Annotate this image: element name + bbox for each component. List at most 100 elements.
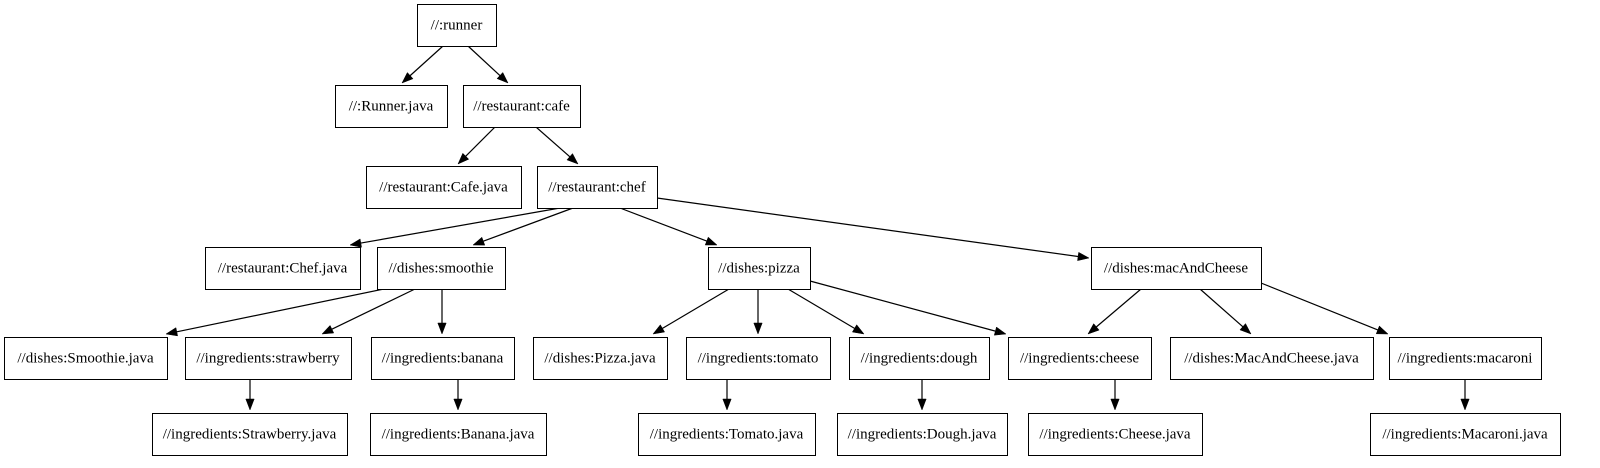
graph-node-dishes_macncheese[interactable]: //dishes:macAndCheese bbox=[1091, 247, 1262, 290]
edge-restaurant_chef-to-dishes_smoothie bbox=[472, 207, 574, 246]
graph-node-strawberry_java[interactable]: //ingredients:Strawberry.java bbox=[152, 413, 348, 456]
graph-node-tomato[interactable]: //ingredients:tomato bbox=[686, 337, 831, 380]
arrowhead-icon bbox=[437, 322, 447, 335]
node-box[interactable] bbox=[537, 166, 658, 209]
node-box[interactable] bbox=[1008, 337, 1152, 380]
edge-dishes_pizza-to-pizza_java bbox=[652, 288, 730, 335]
node-box[interactable] bbox=[463, 85, 581, 128]
arrowhead-icon bbox=[1110, 398, 1120, 411]
node-box[interactable] bbox=[185, 337, 352, 380]
edge-restaurant_chef-to-dishes_macncheese bbox=[656, 197, 1090, 261]
graph-node-dough[interactable]: //ingredients:dough bbox=[849, 337, 990, 380]
node-box[interactable] bbox=[708, 247, 811, 290]
arrowhead-icon bbox=[993, 326, 1007, 336]
node-box[interactable] bbox=[377, 247, 506, 290]
node-box[interactable] bbox=[1091, 247, 1262, 290]
arrowhead-icon bbox=[851, 324, 865, 335]
graph-node-restaurant_cafe[interactable]: //restaurant:cafe bbox=[463, 85, 581, 128]
node-box[interactable] bbox=[335, 85, 448, 128]
graph-node-macaroni_java[interactable]: //ingredients:Macaroni.java bbox=[1370, 413, 1561, 456]
node-box[interactable] bbox=[1389, 337, 1542, 380]
edge-dishes_macncheese-to-macaroni bbox=[1260, 282, 1389, 335]
arrowhead-icon bbox=[753, 322, 763, 335]
edge-dishes_pizza-to-cheese bbox=[809, 280, 1007, 336]
arrowhead-icon bbox=[453, 398, 463, 411]
arrowhead-icon bbox=[566, 153, 579, 165]
graph-node-restaurant_chef[interactable]: //restaurant:chef bbox=[537, 166, 658, 209]
edge-restaurant_chef-to-dishes_pizza bbox=[619, 207, 718, 246]
arrowhead-icon bbox=[496, 72, 509, 84]
node-box[interactable] bbox=[152, 413, 348, 456]
edge-line bbox=[465, 126, 496, 157]
edge-runner-to-runner_java bbox=[401, 45, 444, 84]
node-box[interactable] bbox=[849, 337, 990, 380]
graph-node-chef_java[interactable]: //restaurant:Chef.java bbox=[205, 247, 361, 290]
node-label: //:Runner.java bbox=[349, 98, 434, 114]
edge-line bbox=[409, 45, 444, 77]
node-box[interactable] bbox=[4, 337, 168, 380]
graph-node-banana[interactable]: //ingredients:banana bbox=[371, 337, 515, 380]
arrowhead-icon bbox=[704, 236, 718, 246]
arrowhead-icon bbox=[1239, 323, 1252, 335]
edge-line bbox=[662, 288, 730, 329]
edge-strawberry-to-strawberry_java bbox=[245, 379, 255, 411]
edge-line bbox=[619, 207, 707, 242]
node-box[interactable] bbox=[1028, 413, 1203, 456]
node-label: //restaurant:Cafe.java bbox=[379, 179, 508, 195]
node-box[interactable] bbox=[366, 166, 522, 209]
node-box[interactable] bbox=[1170, 337, 1374, 380]
graph-node-cheese[interactable]: //ingredients:cheese bbox=[1008, 337, 1152, 380]
graph-node-dishes_smoothie[interactable]: //dishes:smoothie bbox=[377, 247, 506, 290]
node-label: //ingredients:Macaroni.java bbox=[1382, 426, 1548, 442]
edge-line bbox=[1199, 288, 1244, 328]
node-label: //restaurant:chef bbox=[548, 179, 645, 195]
arrowhead-icon bbox=[165, 327, 178, 337]
edge-line bbox=[1260, 282, 1379, 331]
node-box[interactable] bbox=[417, 4, 497, 47]
edge-line bbox=[1095, 288, 1142, 328]
edge-restaurant_chef-to-chef_java bbox=[349, 207, 561, 248]
arrowhead-icon bbox=[349, 238, 362, 248]
graph-node-dough_java[interactable]: //ingredients:Dough.java bbox=[837, 413, 1008, 456]
graph-node-dishes_pizza[interactable]: //dishes:pizza bbox=[708, 247, 811, 290]
node-box[interactable] bbox=[371, 337, 515, 380]
graph-node-runner[interactable]: //:runner bbox=[417, 4, 497, 47]
graph-node-cheese_java[interactable]: //ingredients:Cheese.java bbox=[1028, 413, 1203, 456]
node-box[interactable] bbox=[638, 413, 816, 456]
arrowhead-icon bbox=[401, 72, 414, 84]
graph-node-tomato_java[interactable]: //ingredients:Tomato.java bbox=[638, 413, 816, 456]
graph-node-pizza_java[interactable]: //dishes:Pizza.java bbox=[533, 337, 668, 380]
graph-node-cafe_java[interactable]: //restaurant:Cafe.java bbox=[366, 166, 522, 209]
node-label: //ingredients:Cheese.java bbox=[1039, 426, 1191, 442]
edge-line bbox=[483, 207, 574, 242]
node-box[interactable] bbox=[1370, 413, 1561, 456]
node-box[interactable] bbox=[837, 413, 1008, 456]
node-box[interactable] bbox=[370, 413, 547, 456]
node-label: //dishes:Pizza.java bbox=[544, 350, 656, 366]
node-label: //dishes:smoothie bbox=[389, 260, 494, 276]
node-box[interactable] bbox=[686, 337, 831, 380]
node-label: //restaurant:Chef.java bbox=[218, 260, 348, 276]
graph-node-macncheese_java[interactable]: //dishes:MacAndCheese.java bbox=[1170, 337, 1374, 380]
edge-banana-to-banana_java bbox=[453, 379, 463, 411]
edge-dishes_macncheese-to-macncheese_java bbox=[1199, 288, 1252, 335]
edges-layer bbox=[165, 45, 1470, 411]
node-box[interactable] bbox=[533, 337, 668, 380]
node-label: //ingredients:Banana.java bbox=[382, 426, 535, 442]
graph-node-banana_java[interactable]: //ingredients:Banana.java bbox=[370, 413, 547, 456]
arrowhead-icon bbox=[652, 324, 666, 335]
graph-node-macaroni[interactable]: //ingredients:macaroni bbox=[1389, 337, 1542, 380]
edge-restaurant_cafe-to-cafe_java bbox=[457, 126, 496, 165]
edge-dishes_smoothie-to-strawberry bbox=[321, 288, 416, 335]
graph-node-strawberry[interactable]: //ingredients:strawberry bbox=[185, 337, 352, 380]
arrowhead-icon bbox=[472, 236, 486, 246]
node-label: //ingredients:dough bbox=[861, 350, 978, 366]
edge-dishes_pizza-to-dough bbox=[787, 288, 865, 335]
graph-node-smoothie_java[interactable]: //dishes:Smoothie.java bbox=[4, 337, 168, 380]
node-box[interactable] bbox=[205, 247, 361, 290]
graph-node-runner_java[interactable]: //:Runner.java bbox=[335, 85, 448, 128]
node-label: //dishes:macAndCheese bbox=[1104, 260, 1248, 276]
node-label: //:runner bbox=[431, 17, 483, 33]
node-label: //ingredients:strawberry bbox=[196, 350, 340, 366]
edge-line bbox=[809, 280, 996, 332]
